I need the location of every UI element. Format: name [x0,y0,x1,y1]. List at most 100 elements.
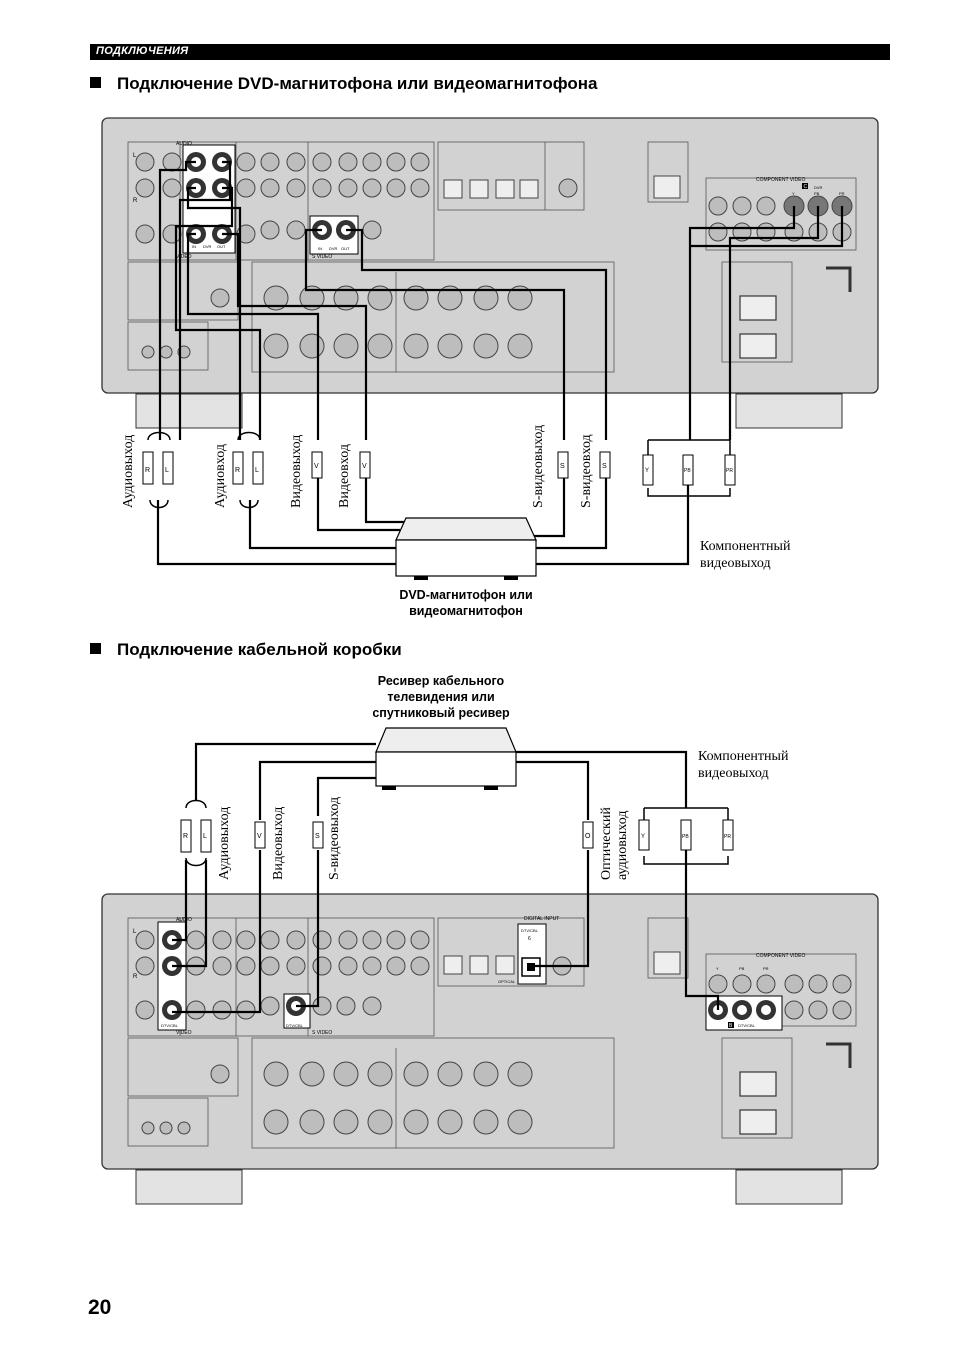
panel-label-s-video: S VIDEO [312,254,332,260]
panel2-label-audio: AUDIO [176,917,192,923]
panel2-label-pr: PR [763,966,769,971]
cable-box-label: Ресивер кабельного телевидения или спутн… [346,673,536,721]
panel-label-in-s: IN [318,246,322,251]
panel-label-jack-c: C [804,184,808,190]
panel2-label-dtv-cbl-optical: DTV/CBL [521,928,539,933]
panel2-label-dtv-cbl-component: DTV/CBL [738,1023,756,1028]
cable-label-audio-out: Аудиовыход [121,435,136,508]
section-title-dvd: Подключение DVD-магнитофона или видеомаг… [90,74,597,94]
panel2-label-video: VIDEO [176,1030,192,1036]
dtv-cbl-audio-highlight [157,921,187,1031]
cable2-label-optical-line2: аудиовыход [615,811,630,880]
panel2-label-dtv-cbl-audio: DTV/CBL [161,1023,179,1028]
cables-2 [172,742,729,1014]
page-number: 20 [88,1296,112,1319]
plug2-label-pb: PB [682,834,689,840]
panel2-label-jack-b: B [729,1023,733,1029]
ac2-outlets [739,1042,852,1135]
cable2-label-video-out: Видеовыход [271,807,286,880]
plug2-label-pr: PR [724,834,731,840]
panel-label-pr: PR [839,191,845,196]
cable-box-label-line2: телевидения или [387,690,495,704]
receiver-foot-left [135,393,243,429]
plug-label-r-1: R [145,467,150,474]
panel2-label-s-video: S VIDEO [312,1030,332,1036]
panel2-label-pb: PB [739,966,745,971]
component-video-out-label-1: Компонентный видеовыход [700,538,790,572]
panel-label-out: OUT [217,244,226,249]
rca-plugs [142,451,736,486]
plug2-label-r: R [183,833,188,840]
component-label-2-line2: видеовыход [698,766,769,781]
panel2-label-y: Y [716,966,719,971]
panel-label-in: IN [192,244,196,249]
jack-c-badge [802,183,808,189]
cable-box-label-line3: спутниковый ресивер [372,706,510,720]
plug-label-pb: PB [684,468,691,474]
cable2-label-s-video-out: S-видеовыход [327,797,342,880]
plug2-label-o: O [585,833,591,840]
speaker2-terminals [141,1061,533,1135]
panel2-label-optical: OPTICAL [498,979,516,984]
bullet-square-icon [90,77,101,88]
optical-jacks [443,175,681,199]
receiver2-foot-right [735,1169,843,1205]
dvd-recorder-label: DVD-магнитофон или видеомагнитофон [376,587,556,619]
dvd-label-line2: видеомагнитофон [409,604,523,618]
panel-label-audio: AUDIO [176,141,192,147]
panel-label-dvr-audio: DVR [203,244,212,249]
receiver-foot-right [735,393,843,429]
plug2-label-v: V [257,833,262,840]
panel2-label-jack-6: 6 [528,936,531,942]
section-title-cable-box: Подключение кабельной коробки [90,640,402,660]
plug2-label-y: Y [641,834,645,840]
bullet-square-icon [90,643,101,654]
component-video-out-label-2: Компонентный видеовыход [698,748,788,782]
panel2-label-r: R [133,974,138,980]
component-label-2-line1: Компонентный [698,749,789,764]
panel-label-dvr-svideo: DVR [329,246,338,251]
cable-label-s-video-out: S-видеовыход [531,425,546,508]
dtv-cbl-svideo-highlight [283,993,311,1029]
panel2-label-component-video: COMPONENT VIDEO [756,953,805,959]
speaker-terminals [141,285,533,359]
component-label-1-line2: видеовыход [700,556,771,571]
panel2-label-l: L [133,929,137,935]
plug-label-s-2: S [602,463,607,470]
panel-label-dvr-component: DVR [814,185,823,190]
dvd-recorder-device [395,517,537,580]
optical2-jacks [443,951,681,975]
dvd-label-line1: DVD-магнитофон или [399,588,533,602]
cable-label-video-out: Видеовыход [289,435,304,508]
section-header-label: ПОДКЛЮЧЕНИЯ [96,45,189,57]
plug-label-l-1: L [165,467,169,474]
plug-label-r-2: R [235,467,240,474]
plug-label-y: Y [645,468,649,474]
plugs-2 [180,819,734,853]
panel-label-component-video: COMPONENT VIDEO [756,177,805,183]
plug-label-s-1: S [560,463,565,470]
panel-label-pb: PB [814,191,820,196]
panel2-label-digital-input: DIGITAL INPUT [524,916,559,922]
panel-label-y: Y [792,191,795,196]
plug2-label-s: S [315,833,320,840]
panel-label-video: VIDEO [176,254,192,260]
section-title-dvd-text: Подключение DVD-магнитофона или видеомаг… [117,74,598,93]
cable2-label-optical-line1: Оптический [599,807,614,880]
cable-label-video-in: Видеовход [337,444,352,508]
component2-jacks [708,974,852,1020]
panel-label-out-s: OUT [341,246,350,251]
cable-box-label-line1: Ресивер кабельного [377,674,505,688]
plug2-label-l: L [203,833,207,840]
component-label-1-line1: Компонентный [700,539,791,554]
plug-label-v-1: V [314,463,319,470]
panel-label-r: R [133,198,138,204]
ac-outlets [739,266,852,359]
dtv-cbl-optical-highlight [517,923,547,985]
section-header-bar: ПОДКЛЮЧЕНИЯ [90,44,890,60]
plug-label-l-2: L [255,467,259,474]
plug-label-v-2: V [362,463,367,470]
